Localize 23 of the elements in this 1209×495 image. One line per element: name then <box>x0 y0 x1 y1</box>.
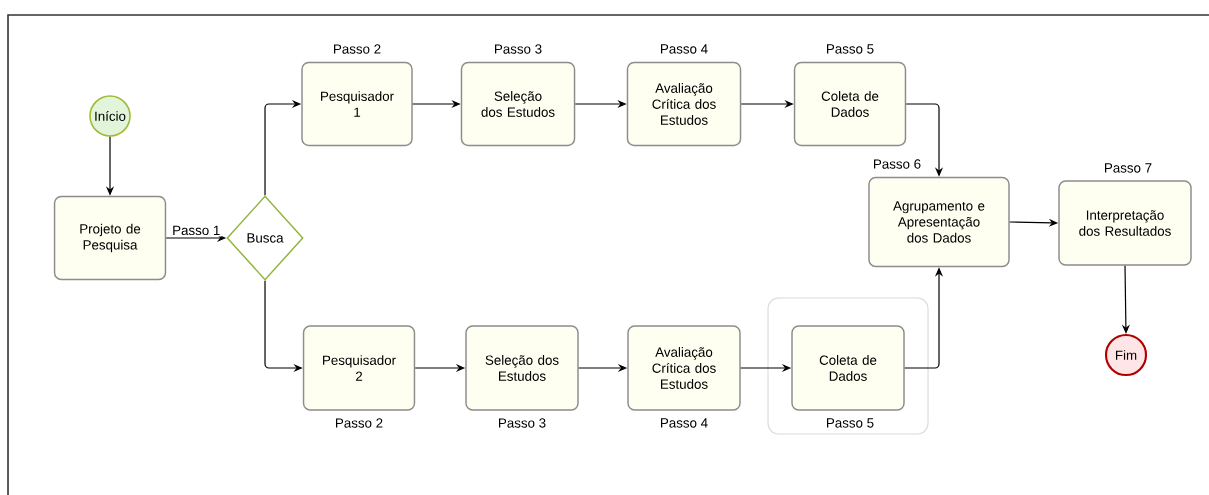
step-label: Passo 5 <box>827 418 874 428</box>
process-box: Pesquisador 1 <box>301 61 413 147</box>
step-label: Passo 5 <box>827 44 874 54</box>
process-box: Projeto de Pesquisa <box>53 195 167 281</box>
process-box: Agrupamento e Apresentação dos Dados <box>868 176 1010 268</box>
step-label: Passo 4 <box>661 44 708 54</box>
edge-label: Passo 1 <box>170 224 222 237</box>
process-box: Seleção dos Estudos <box>460 61 576 147</box>
process-box: Coleta de Dados <box>793 61 907 147</box>
process-box: Interpretação dos Resultados <box>1058 180 1192 266</box>
step-label: Passo 2 <box>336 418 383 428</box>
step-label: Passo 7 <box>1105 163 1152 173</box>
step-label: Passo 4 <box>661 418 708 428</box>
selection-frame <box>767 297 929 435</box>
process-box: Seleção dos Estudos <box>465 325 579 411</box>
step-label: Passo 6 <box>874 159 921 169</box>
process-box: Avaliação Crítica dos Estudos <box>626 61 742 147</box>
step-label: Passo 2 <box>334 44 381 54</box>
process-box: Coleta de Dados <box>791 325 905 411</box>
step-label: Passo 3 <box>499 418 546 428</box>
step-label: Passo 3 <box>495 44 542 54</box>
process-box: Pesquisador 2 <box>302 325 416 411</box>
process-box: Avaliação Crítica dos Estudos <box>627 325 741 411</box>
